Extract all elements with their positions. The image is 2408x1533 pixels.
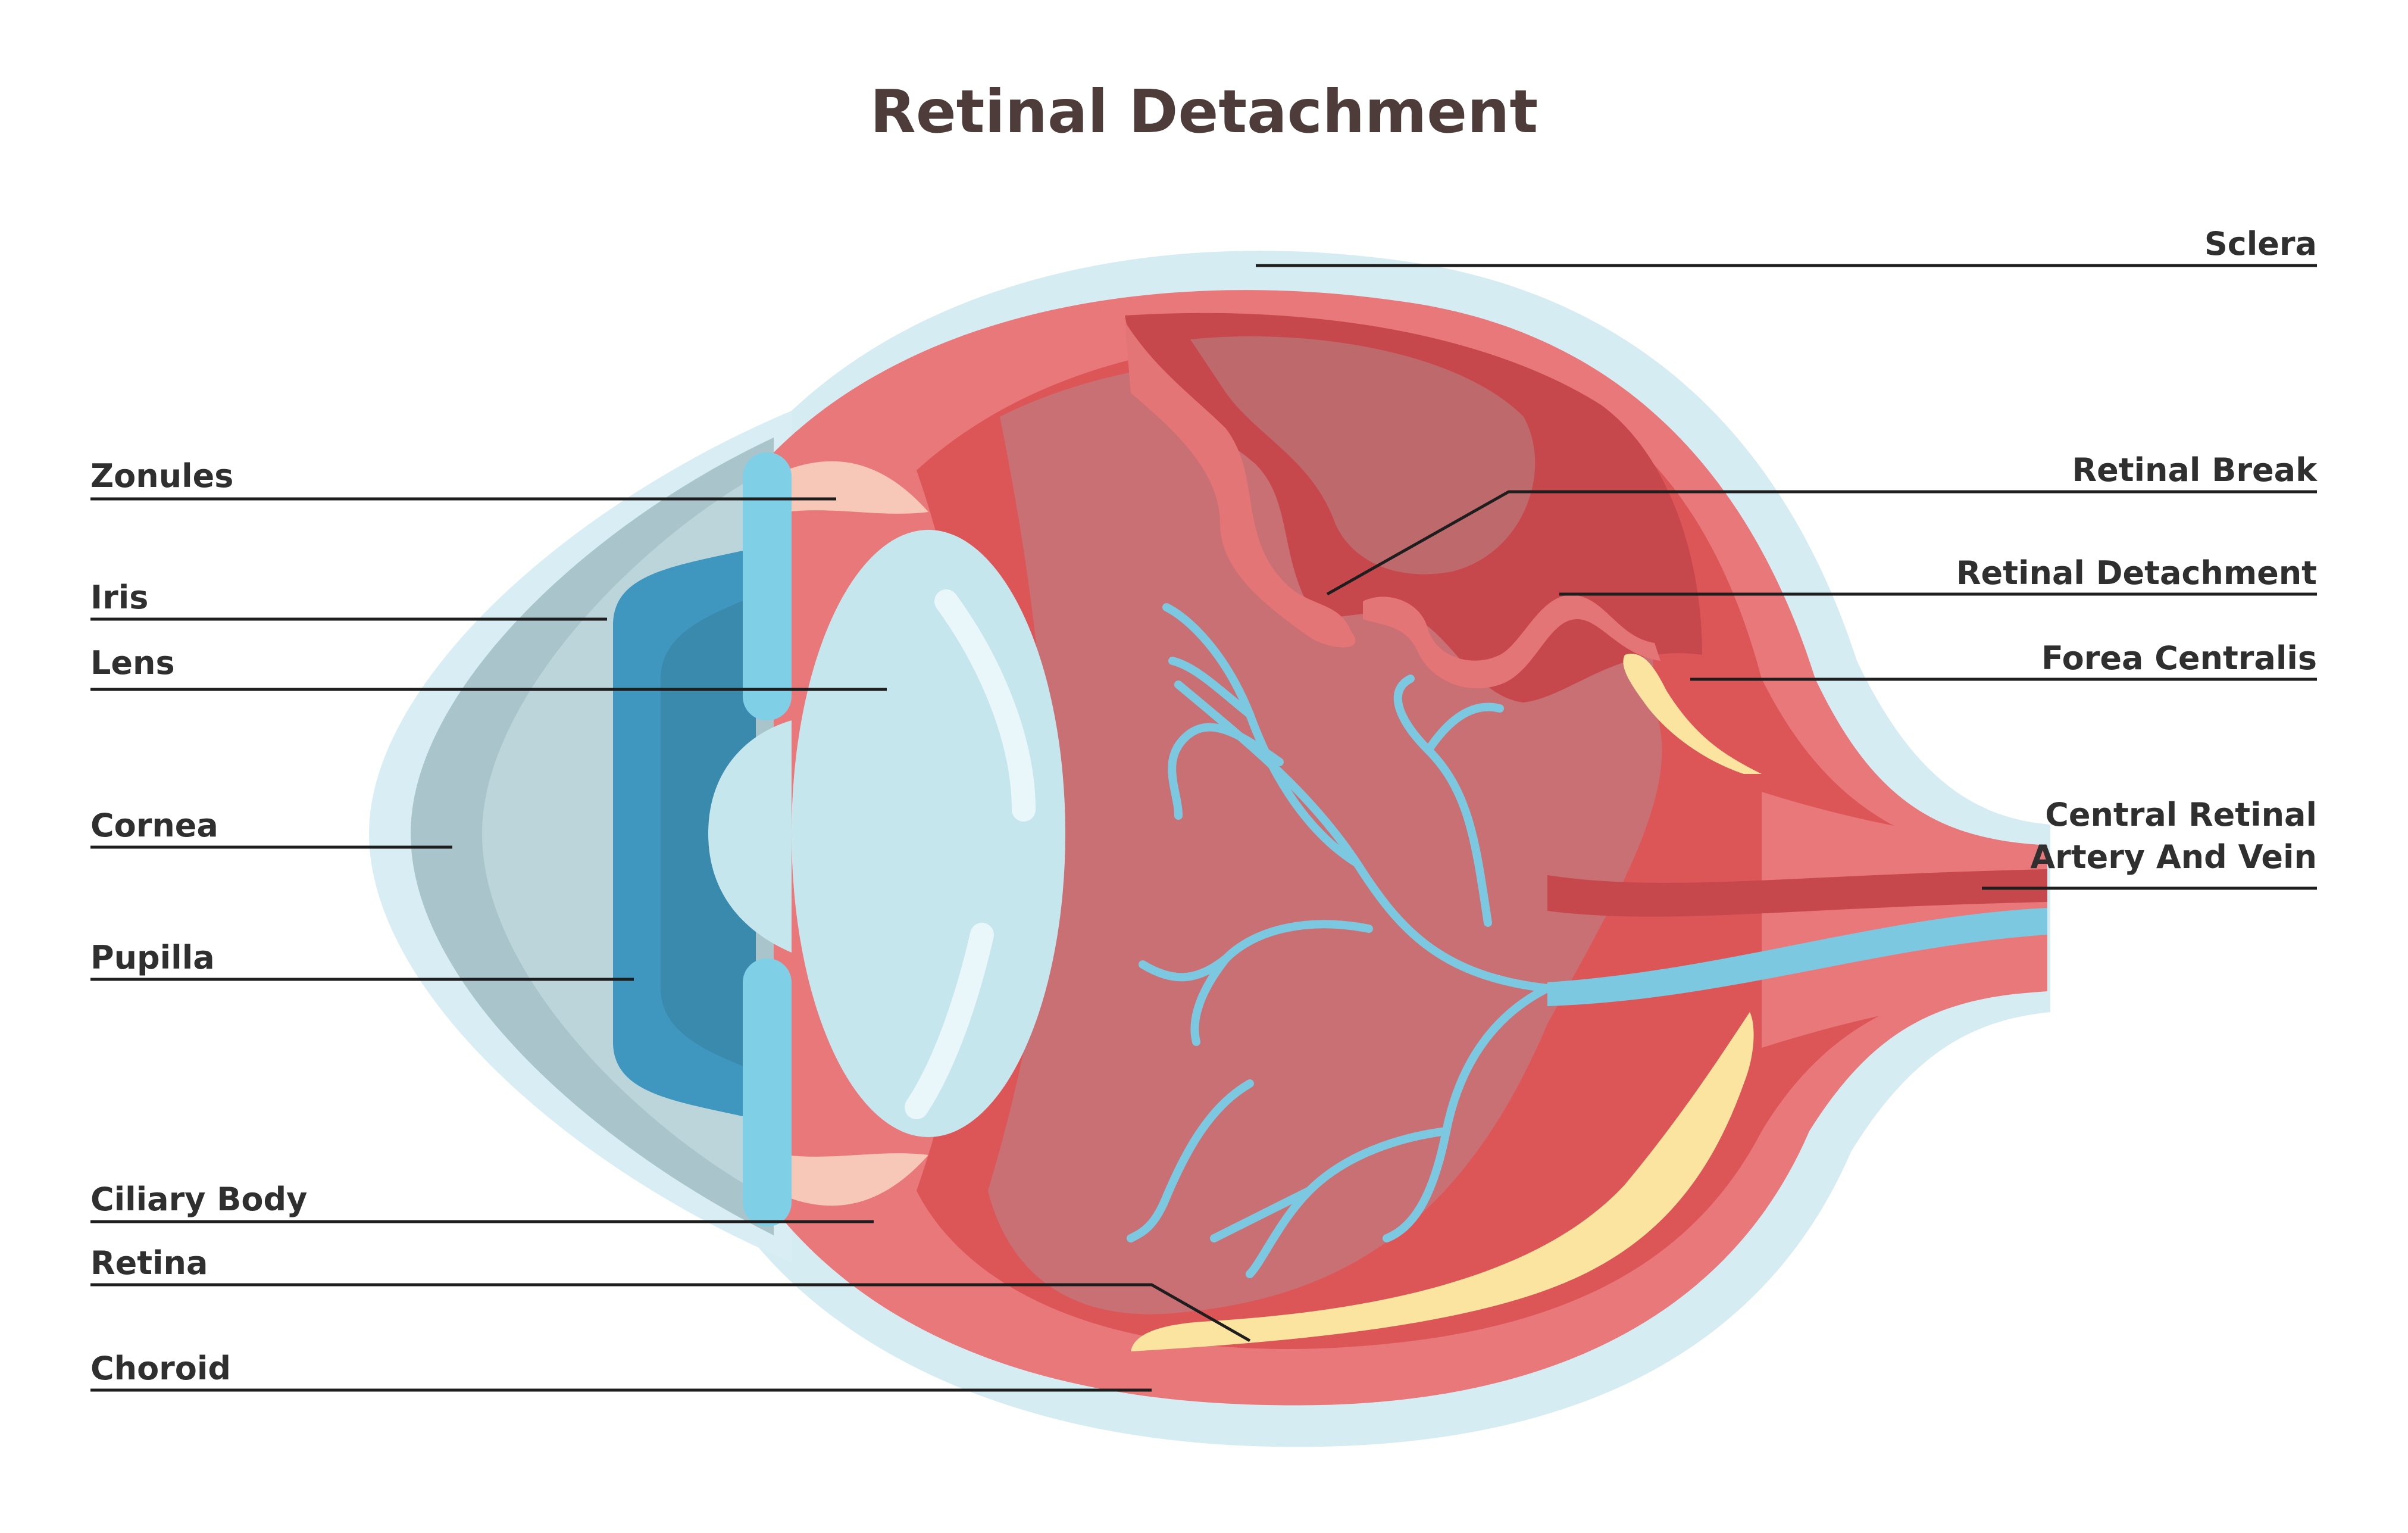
optic-nerve — [1762, 792, 2047, 1048]
label-ciliary-body: Ciliary Body — [90, 1181, 874, 1223]
leader-retinal-break — [1326, 490, 2317, 596]
label-retina-text: Retina — [90, 1244, 208, 1282]
label-iris-text: Iris — [90, 579, 148, 616]
ciliary-body-lower — [743, 958, 792, 1226]
label-zonules-text: Zonules — [90, 457, 233, 495]
label-zonules: Zonules — [90, 457, 836, 501]
central-artery — [1547, 869, 2047, 917]
label-choroid: Choroid — [90, 1350, 1152, 1392]
label-forea-centralis: Forea Centralis — [1690, 639, 2317, 681]
detached-retina-fold — [1125, 321, 1356, 648]
label-pupilla: Pupilla — [90, 939, 634, 981]
ciliary-body-upper — [743, 452, 792, 720]
label-retinal-detachment-text: Retinal Detachment — [1956, 554, 2317, 592]
label-pupilla-text: Pupilla — [90, 939, 215, 976]
diagram-title: Retinal Detachment — [870, 77, 1538, 146]
label-sclera-text: Sclera — [2204, 225, 2317, 263]
lens-highlight-2 — [905, 923, 994, 1119]
label-lens-text: Lens — [90, 644, 175, 682]
label-retinal-break-text: Retinal Break — [2072, 451, 2318, 489]
label-retinal-break: Retinal Break — [1326, 451, 2318, 596]
label-iris: Iris — [90, 579, 607, 621]
lens-highlight — [934, 589, 1036, 822]
eye-illustration — [369, 251, 2050, 1447]
label-cornea-text: Cornea — [90, 807, 218, 844]
label-choroid-text: Choroid — [90, 1350, 231, 1387]
retinal-break-gap — [1363, 595, 1660, 689]
label-ciliary-body-text: Ciliary Body — [90, 1181, 307, 1218]
label-central-retinal-artery-vein: Central Retinal Artery And Vein — [1982, 796, 2317, 890]
label-forea-centralis-text: Forea Centralis — [2041, 639, 2317, 677]
retinal-vessels — [1127, 603, 1552, 1278]
label-lens: Lens — [90, 644, 887, 691]
zonules-lower — [786, 1153, 928, 1206]
lens — [792, 530, 1065, 1137]
label-central-retinal-line2: Artery And Vein — [2030, 838, 2317, 876]
label-sclera: Sclera — [1256, 225, 2317, 267]
fovea-lower — [1131, 1012, 1754, 1351]
fovea-upper — [1623, 654, 1762, 774]
central-vein — [1547, 908, 2047, 1006]
label-central-retinal-line1: Central Retinal — [2045, 796, 2317, 833]
leader-retina — [90, 1283, 1251, 1342]
zonules-upper — [786, 461, 928, 514]
pupil — [708, 720, 792, 953]
label-retinal-detachment: Retinal Detachment — [1559, 554, 2317, 596]
detached-retina-inner — [1190, 336, 1536, 575]
label-retina: Retina — [90, 1244, 1251, 1342]
label-cornea: Cornea — [90, 807, 452, 849]
